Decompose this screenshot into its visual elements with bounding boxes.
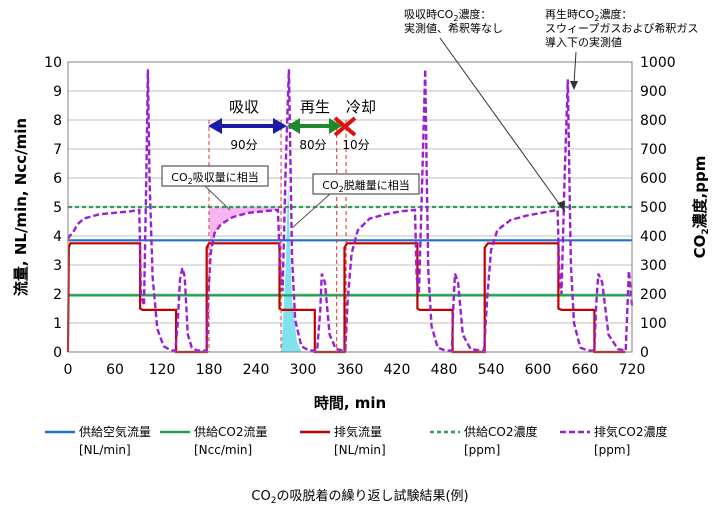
legend-unit: [ppm] <box>594 443 630 457</box>
regen-note-line1: 再生時CO2濃度： <box>545 7 632 23</box>
axes: 0123456789100100200300400500600700800900… <box>12 55 711 412</box>
regen-note-line3: 導入下の実測値 <box>545 35 622 49</box>
x-tick-label: 180 <box>196 362 223 378</box>
x-tick-label: 60 <box>106 362 124 378</box>
x-tick-label: 0 <box>64 362 73 378</box>
y-right-tick-label: 900 <box>640 84 667 100</box>
regen-note-arrowhead <box>570 81 578 90</box>
absorb-duration: 90分 <box>230 138 257 152</box>
shaded-areas <box>209 178 302 352</box>
y-left-tick-label: 1 <box>53 316 62 332</box>
absorb-box <box>161 165 269 187</box>
legend: 供給空気流量 [NL/min] 供給CO2流量 [Ncc/min] 排気流量 [NL/mi… <box>45 424 667 506</box>
y-left-tick-label: 2 <box>53 287 62 303</box>
desorb-box-label: CO2脱離量に相当 <box>322 178 409 194</box>
regen-arrow-head <box>287 118 300 134</box>
y-left-axis-title: 流量, NL/min, Ncc/min <box>12 118 30 296</box>
y-right-tick-label: 300 <box>640 258 667 274</box>
legend-unit: [NL/min] <box>334 443 386 457</box>
y-left-tick-label: 5 <box>53 200 62 216</box>
absorb-arrow-head <box>208 118 222 134</box>
y-right-tick-label: 400 <box>640 229 667 245</box>
regen-note-leader <box>573 51 577 85</box>
series-line <box>66 69 634 353</box>
legend-label: 供給CO2濃度 <box>464 424 537 439</box>
legend-label: 供給空気流量 <box>79 424 151 439</box>
cool-duration: 10分 <box>342 138 369 152</box>
x-tick-label: 540 <box>478 362 505 378</box>
y-left-tick-label: 6 <box>53 171 62 187</box>
series-line <box>66 242 626 354</box>
y-right-axis-title: CO2濃度,ppm <box>691 156 711 259</box>
x-tick-label: 120 <box>149 362 176 378</box>
y-right-tick-label: 700 <box>640 142 667 158</box>
legend-unit: [ppm] <box>464 443 500 457</box>
y-left-tick-label: 3 <box>53 258 62 274</box>
y-right-tick-label: 1000 <box>640 55 676 71</box>
x-tick-label: 420 <box>384 362 411 378</box>
x-axis-title: 時間, min <box>314 394 386 412</box>
series-lines <box>66 69 634 354</box>
y-right-tick-label: 100 <box>640 316 667 332</box>
plot-frame <box>67 61 633 353</box>
legend-label: 排気流量 <box>334 424 382 439</box>
desorb-box <box>312 173 420 195</box>
x-tick-label: 480 <box>431 362 458 378</box>
x-tick-label: 360 <box>337 362 364 378</box>
y-left-tick-label: 8 <box>53 113 62 129</box>
legend-label: 排気CO2濃度 <box>594 424 667 439</box>
annotations: 吸収 再生冷却 90分 80分 10分 CO2吸収量に相当 CO2脱離量に相当 吸収時CO2濃… <box>161 7 698 229</box>
x-tick-label: 720 <box>619 362 646 378</box>
y-left-tick-label: 9 <box>53 84 62 100</box>
x-tick-label: 600 <box>525 362 552 378</box>
phase-label-regen: 再生 <box>300 98 330 116</box>
cool-cross-mark <box>333 116 357 137</box>
desorb-box-leader <box>291 193 331 229</box>
absorb-box-leader <box>204 185 231 211</box>
y-right-tick-label: 800 <box>640 113 667 129</box>
absorb-note-line2: 実測値、希釈等なし <box>404 21 503 35</box>
phase-markers <box>208 120 347 352</box>
y-left-tick-label: 10 <box>44 55 62 71</box>
legend-label: 供給CO2流量 <box>194 425 267 439</box>
y-left-tick-label: 4 <box>53 229 62 245</box>
regen-duration: 80分 <box>299 138 326 152</box>
y-right-tick-label: 500 <box>640 200 667 216</box>
phase-label-cool: 冷却 <box>346 98 376 116</box>
legend-unit: [NL/min] <box>79 443 131 457</box>
absorb-arrow-head <box>273 118 287 134</box>
phase-label-absorb: 吸収 <box>229 98 259 116</box>
regen-note-line2: スウィープガスおよび希釈ガス <box>545 21 698 35</box>
y-left-tick-label: 7 <box>53 142 62 158</box>
x-tick-label: 240 <box>243 362 270 378</box>
y-right-tick-label: 600 <box>640 171 667 187</box>
x-tick-label: 300 <box>290 362 317 378</box>
desorption-area <box>281 178 302 352</box>
absorption-area <box>209 207 280 254</box>
y-right-tick-label: 200 <box>640 287 667 303</box>
absorb-box-label: CO2吸収量に相当 <box>171 170 258 186</box>
y-right-tick-label: 0 <box>640 345 649 361</box>
regen-arrow-head <box>329 118 342 134</box>
x-tick-label: 660 <box>572 362 599 378</box>
y-left-tick-label: 0 <box>53 345 62 361</box>
absorb-note-leader <box>439 37 566 213</box>
absorb-note-arrowhead <box>557 201 565 212</box>
figure-caption: CO2の吸脱着の繰り返し試験結果(例) <box>251 488 468 506</box>
absorb-note-line1: 吸収時CO2濃度： <box>404 7 491 23</box>
legend-unit: [Ncc/min] <box>194 443 252 457</box>
